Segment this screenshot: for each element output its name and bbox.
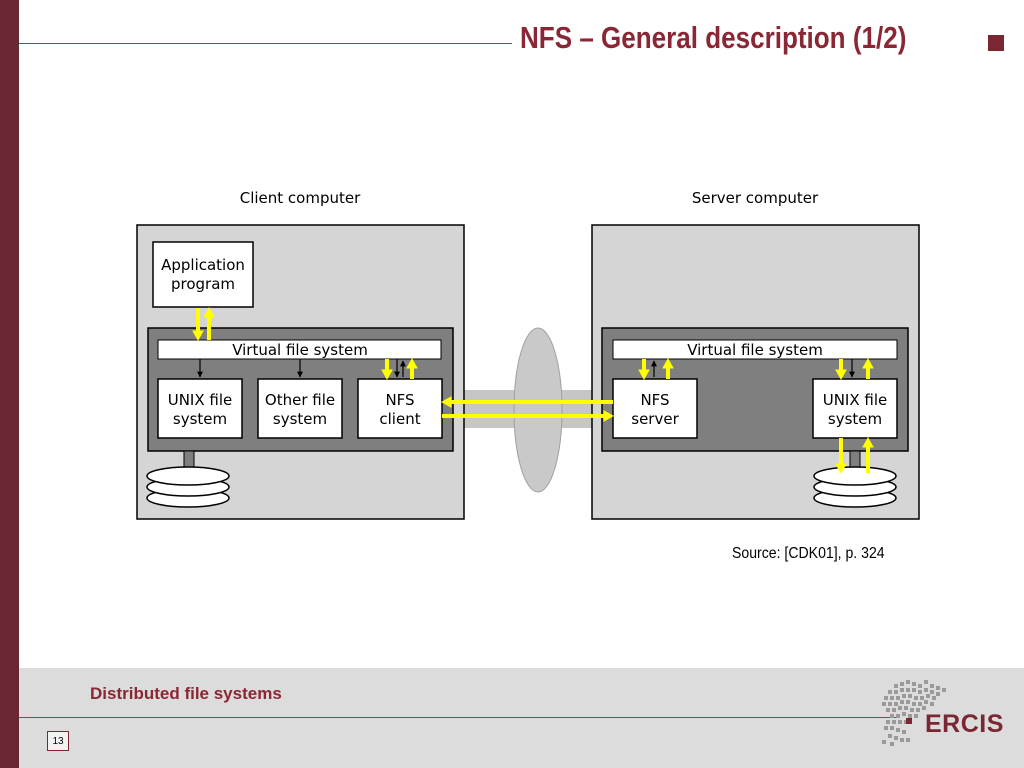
application-program-label-2: program xyxy=(171,275,235,293)
yellow-arrow-server-disk-up xyxy=(862,436,874,473)
server-unix-label-2: system xyxy=(828,410,882,428)
nfs-client-box xyxy=(357,378,443,439)
nfs-client-label-1: NFS xyxy=(385,391,414,409)
client-other-file-system xyxy=(257,378,343,439)
page-number: 13 xyxy=(47,731,69,751)
server-virtual-file-system xyxy=(612,339,898,360)
server-disk-platter-1 xyxy=(813,466,897,486)
yellow-arrow-server-disk-down xyxy=(835,438,847,475)
source-note: Source: [CDK01], p. 324 xyxy=(732,545,885,562)
client-computer-label: Client computer xyxy=(240,189,361,207)
client-vfs-label: Virtual file system xyxy=(232,341,368,359)
client-disk-platter-1 xyxy=(146,466,230,486)
server-unix-file-system xyxy=(812,378,898,439)
client-other-label-2: system xyxy=(273,410,327,428)
yellow-arrow-client-to-server xyxy=(442,410,615,422)
application-program-box xyxy=(152,241,254,308)
yellow-arrow-client-vfs-down xyxy=(381,359,393,381)
title-rule xyxy=(19,43,512,44)
network-ellipse xyxy=(513,327,563,493)
yellow-arrow-app-up xyxy=(203,306,215,340)
server-unix-label-1: UNIX file xyxy=(823,391,888,409)
europe-map-logo xyxy=(882,680,946,746)
footer-band xyxy=(19,668,1024,768)
client-other-label-1: Other file xyxy=(265,391,335,409)
footer-rule xyxy=(19,717,899,718)
client-unix-label-2: system xyxy=(173,410,227,428)
yellow-arrow-server-unix-up xyxy=(862,357,874,379)
server-vfs-label: Virtual file system xyxy=(687,341,823,359)
nfs-architecture-diagram: Client computer Application program Virt… xyxy=(136,189,920,520)
client-unix-label-1: UNIX file xyxy=(168,391,233,409)
client-unix-file-system xyxy=(157,378,243,439)
ercis-logo-text: ERCIS xyxy=(925,710,1004,738)
nfs-client-label-2: client xyxy=(379,410,420,428)
yellow-arrow-server-unix-down xyxy=(835,359,847,381)
yellow-arrow-app-down xyxy=(192,308,204,342)
title-bullet-square xyxy=(988,35,1004,51)
nfs-server-label-2: server xyxy=(631,410,679,428)
yellow-arrow-client-vfs-up xyxy=(406,357,418,379)
left-accent-bar xyxy=(0,0,19,768)
yellow-arrow-server-vfs-up xyxy=(662,357,674,379)
nfs-server-box xyxy=(612,378,698,439)
yellow-arrow-server-vfs-down xyxy=(638,359,650,381)
slide-title: NFS – General description (1/2) xyxy=(520,20,907,55)
server-computer-label: Server computer xyxy=(692,189,819,207)
yellow-arrow-server-to-client xyxy=(440,396,613,408)
application-program-label-1: Application xyxy=(161,256,245,274)
footer-section-title: Distributed file systems xyxy=(90,684,282,703)
nfs-server-label-1: NFS xyxy=(640,391,669,409)
highlight-arrows xyxy=(192,306,874,475)
